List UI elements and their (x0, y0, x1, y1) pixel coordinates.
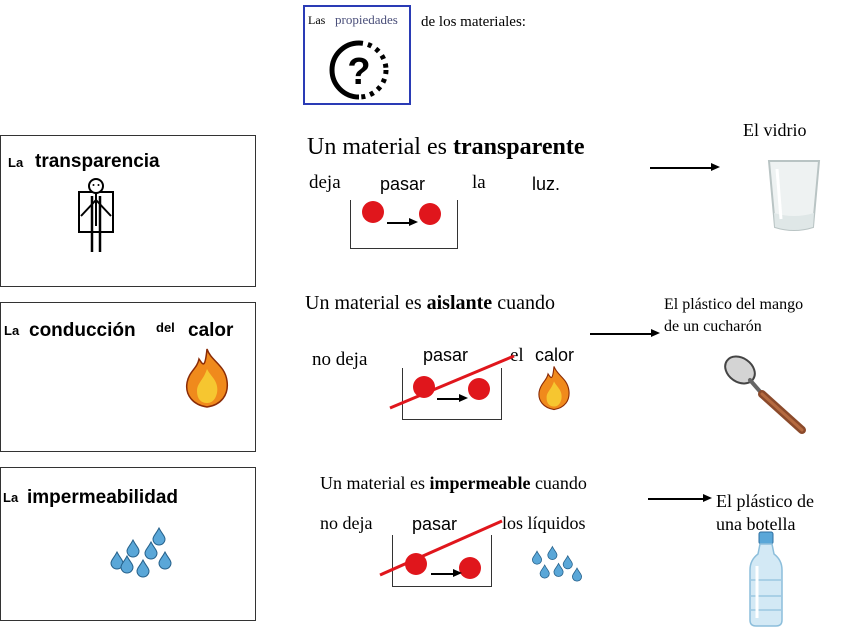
bottle-icon (749, 531, 783, 627)
row3-sentence: Un material es impermeable cuando (320, 473, 587, 494)
row3-example-line1: El plástico de (716, 491, 814, 511)
page-subtitle: de los materiales: (421, 14, 526, 30)
card-heat-conduction: La conducción del calor (0, 302, 256, 452)
row1-arrow-line (650, 167, 712, 169)
card-transparency: La transparencia (0, 135, 256, 287)
row2-example-line1: El plástico del mango (664, 296, 804, 313)
row1-sentence: Un material es transparente (307, 134, 585, 161)
card-title: conducción (29, 320, 136, 341)
block-diagram (392, 535, 492, 587)
row2-arrow-line (590, 333, 652, 335)
badge-las: Las (308, 13, 326, 27)
row1-word-c: la (472, 172, 486, 193)
sentence-keyword: transparente (452, 134, 585, 160)
row1-word-a: deja (309, 172, 341, 193)
spoon-icon (724, 355, 806, 434)
properties-badge: Las propiedades ? (303, 5, 411, 105)
card-connector: del (156, 320, 175, 335)
pass-arrow-line (387, 222, 411, 224)
svg-text:?: ? (347, 51, 370, 93)
row2-sentence: Un material es aislante cuando (305, 292, 555, 315)
row3-word-b: pasar (412, 514, 458, 534)
row3-word-a: no deja (320, 513, 373, 533)
block-slash (379, 519, 503, 577)
pass-arrow-head (409, 218, 418, 226)
red-dot-left (405, 553, 427, 575)
row3-arrow-head (703, 494, 712, 502)
card-article: La (8, 155, 24, 170)
sentence-keyword: aislante (426, 292, 493, 314)
sentence-keyword: impermeable (429, 473, 531, 493)
row1-word-d: luz. (532, 174, 561, 194)
water-drops-icon (110, 526, 172, 578)
row3-example-line2: una botella (716, 514, 796, 534)
sentence-prefix: Un material es (305, 292, 427, 314)
row2-word-b: pasar (423, 345, 469, 365)
sentence-suffix: cuando (530, 473, 587, 493)
row2-word-a: no deja (312, 349, 368, 370)
sentence-prefix: Un material es (320, 473, 430, 493)
red-dot-right (468, 378, 490, 400)
row3-arrow-line (648, 498, 704, 500)
block-slash (389, 354, 515, 410)
pass-arrow-line (437, 398, 461, 400)
card-impermeability: La impermeabilidad (0, 467, 256, 621)
glass-icon (767, 160, 821, 231)
card-article: La (4, 323, 20, 338)
pass-arrow-line (431, 573, 455, 575)
person-transparent-icon (78, 178, 114, 252)
row1-arrow-head (711, 163, 720, 171)
card-title: impermeabilidad (27, 487, 178, 508)
card-title: transparencia (35, 151, 160, 172)
row2-arrow-head (651, 329, 660, 337)
pass-diagram (350, 200, 458, 249)
sentence-prefix: Un material es (307, 134, 453, 160)
sentence-suffix: cuando (492, 292, 555, 314)
red-dot-left (362, 201, 384, 223)
row2-word-c: el (510, 345, 524, 366)
question-mark-icon: ? (329, 40, 389, 100)
badge-propiedades: propiedades (335, 12, 398, 27)
red-dot-right (419, 203, 441, 225)
row1-word-b: pasar (380, 174, 426, 194)
pass-arrow-head (453, 569, 462, 577)
red-dot-right (459, 557, 481, 579)
row1-example: El vidrio (743, 120, 807, 140)
water-drops-small-icon (531, 545, 583, 582)
card-title-2: calor (188, 320, 234, 341)
row2-word-d: calor (535, 345, 575, 365)
fire-icon (185, 348, 229, 408)
card-article: La (3, 490, 19, 505)
row2-example-line2: de un cucharón (664, 318, 762, 335)
fire-small-icon (538, 366, 570, 411)
row3-word-c: los líquidos (502, 513, 586, 533)
pass-arrow-head (459, 394, 468, 402)
